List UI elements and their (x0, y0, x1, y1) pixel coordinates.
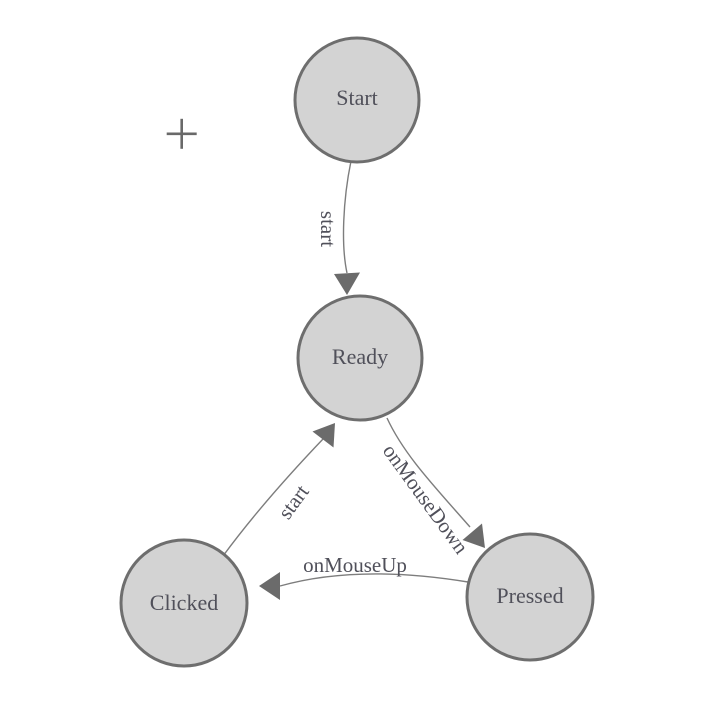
node-start[interactable]: Start (293, 36, 421, 164)
edge-label-onmouseup: onMouseUp (303, 553, 407, 577)
node-pressed-circle[interactable] (465, 532, 595, 662)
edge-start-to-ready-line[interactable] (342, 160, 352, 274)
edge-start-to-ready: start (316, 160, 360, 295)
node-clicked-label: Clicked (150, 590, 218, 615)
edge-pressed-to-clicked: onMouseUp (259, 553, 469, 600)
edge-clicked-to-ready: start (222, 423, 335, 557)
edge-ready-to-pressed-line[interactable] (386, 417, 471, 528)
node-start-circle[interactable] (293, 36, 421, 164)
edge-pressed-to-clicked-line[interactable] (279, 573, 469, 587)
edge-label-onmousedown: onMouseDown (378, 439, 474, 558)
node-clicked-circle[interactable] (119, 538, 249, 668)
crosshair-icon (166, 118, 197, 149)
node-ready[interactable]: Ready (296, 294, 424, 422)
edge-pressed-to-clicked-arrowhead-icon (259, 572, 280, 600)
node-start-label: Start (336, 85, 378, 110)
node-clicked[interactable]: Clicked (119, 538, 249, 668)
edge-ready-to-pressed: onMouseDown (378, 417, 485, 559)
edge-start-to-ready-arrowhead-icon (334, 272, 360, 295)
node-ready-circle[interactable] (296, 294, 424, 422)
edge-clicked-to-ready-line[interactable] (222, 438, 324, 557)
node-pressed[interactable]: Pressed (465, 532, 595, 662)
node-pressed-label: Pressed (496, 583, 563, 608)
node-ready-label: Ready (332, 344, 388, 369)
edge-label-start-top: start (316, 211, 340, 247)
edge-clicked-to-ready-arrowhead-icon (312, 423, 335, 448)
edge-ready-to-pressed-arrowhead-icon (462, 523, 485, 548)
